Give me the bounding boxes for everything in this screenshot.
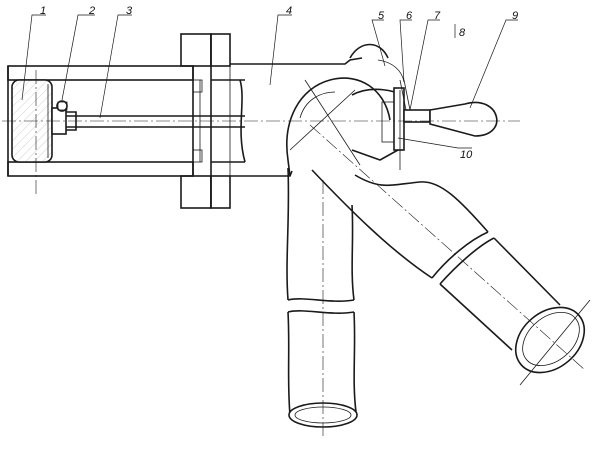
piston-rod xyxy=(66,115,245,128)
rod-clamp xyxy=(56,100,77,131)
leader-lines xyxy=(21,14,518,149)
elbow-bend xyxy=(286,77,391,177)
callout-5: 5 xyxy=(378,10,385,22)
valve-body xyxy=(229,57,363,177)
callout-2: 2 xyxy=(88,5,95,17)
callout-8: 8 xyxy=(459,27,466,39)
callout-4: 4 xyxy=(286,5,292,17)
valve-mechanism xyxy=(349,43,498,161)
callout-labels: 1 2 3 4 5 6 7 8 9 10 xyxy=(40,5,518,161)
callout-9: 9 xyxy=(512,10,518,22)
callout-10: 10 xyxy=(460,149,473,161)
callout-6: 6 xyxy=(406,10,413,22)
callout-3: 3 xyxy=(126,5,133,17)
callout-7: 7 xyxy=(434,10,441,22)
vertical-pipe xyxy=(286,167,358,438)
diagonal-pipe xyxy=(309,124,591,386)
callout-1: 1 xyxy=(40,5,46,17)
centerlines xyxy=(2,70,520,196)
